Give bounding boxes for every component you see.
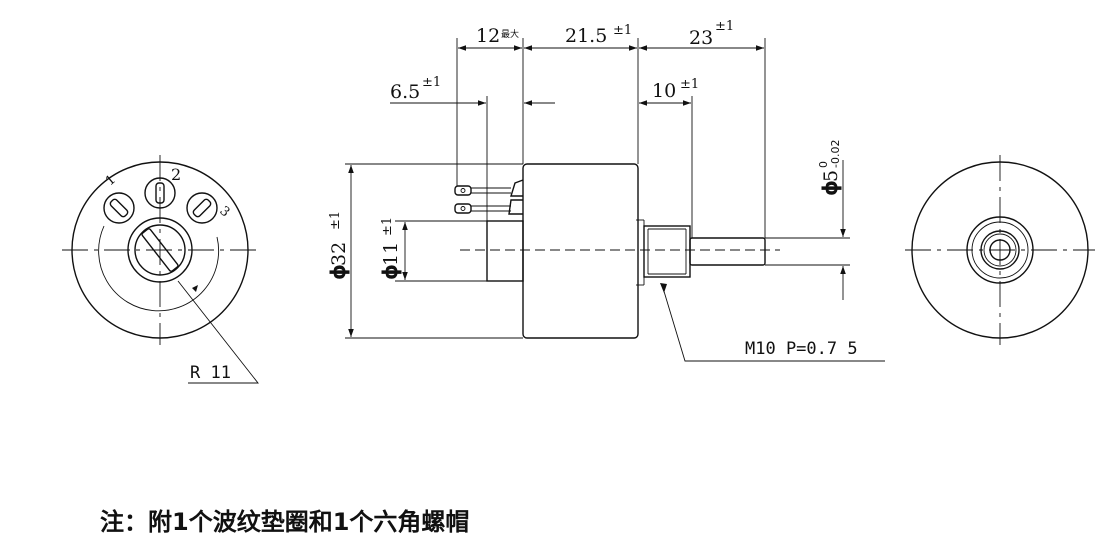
lug-base-bottom bbox=[508, 199, 523, 215]
note-text: 注：附1个波纹垫圈和1个六角螺帽 bbox=[100, 508, 469, 536]
front-flange-outer bbox=[966, 216, 1034, 284]
terminal-lug-2 bbox=[454, 203, 511, 214]
rotation-arc bbox=[98, 225, 220, 312]
dim-phi5-group: ϕ 5 0 -0.02 bbox=[817, 140, 842, 196]
dim-phi32-value: 32 bbox=[328, 242, 350, 266]
dim-21-5-tol: ±1 bbox=[613, 23, 632, 38]
radius-label: R 11 bbox=[190, 363, 231, 383]
rear-boss-outer bbox=[127, 217, 193, 283]
front-shaft bbox=[989, 239, 1011, 261]
rear-view: 1 2 3 R 11 bbox=[62, 155, 259, 384]
thread-label: M10 P=0.7 5 bbox=[745, 339, 858, 359]
dim-23-value: 23 bbox=[689, 27, 713, 49]
terminal-3 bbox=[186, 192, 218, 224]
bushing bbox=[643, 225, 691, 278]
dim-12-note: 最大 bbox=[501, 28, 519, 40]
rear-slot bbox=[141, 228, 179, 272]
terminal-3-label: 3 bbox=[216, 204, 232, 221]
dim-phi32-group: ϕ 32 ±1 bbox=[326, 211, 350, 280]
housing bbox=[522, 163, 639, 339]
rear-boss-inner bbox=[134, 224, 186, 276]
terminal-1-label: 1 bbox=[103, 172, 119, 189]
thread-leader-arrow bbox=[660, 283, 667, 293]
lug-base-top bbox=[510, 179, 524, 197]
dim-23-tol: ±1 bbox=[715, 19, 734, 34]
dim-phi5-tol-lower: -0.02 bbox=[829, 140, 842, 168]
dim-phi11-symbol: ϕ bbox=[378, 264, 402, 280]
front-view bbox=[905, 155, 1095, 345]
dim-phi11-group: ϕ 11 ±1 bbox=[378, 217, 402, 280]
dim-10-tol: ±1 bbox=[680, 77, 699, 92]
dim-12-value: 12 bbox=[476, 25, 500, 47]
rear-boss bbox=[486, 220, 524, 282]
dim-6-5-tol: ±1 bbox=[422, 75, 441, 90]
terminal-2 bbox=[144, 177, 176, 209]
dim-phi32-symbol: ϕ bbox=[326, 264, 350, 280]
thread-leader bbox=[662, 287, 885, 362]
dim-21-5-value: 21.5 bbox=[565, 25, 607, 47]
front-bushing-outer bbox=[980, 230, 1020, 270]
dim-10-value: 10 bbox=[652, 80, 676, 102]
front-bushing-inner bbox=[983, 233, 1017, 267]
rotation-arrow bbox=[192, 285, 198, 292]
side-view: 12 最大 21.5 ±1 23 ±1 6.5 ±1 10 ±1 ϕ 32 ±1… bbox=[326, 19, 885, 362]
dim-phi32-tol: ±1 bbox=[328, 211, 343, 230]
front-flange-inner bbox=[971, 221, 1029, 279]
terminal-lug-1 bbox=[454, 185, 511, 196]
radius-leader bbox=[177, 280, 259, 384]
dim-phi5-tol-upper: 0 bbox=[817, 161, 830, 168]
dim-phi11-tol: ±1 bbox=[380, 217, 395, 236]
dim-phi5-value: 5 bbox=[820, 170, 842, 182]
terminal-2-label: 2 bbox=[171, 165, 181, 184]
dim-phi11-value: 11 bbox=[380, 242, 402, 266]
dim-6-5-value: 6.5 bbox=[390, 81, 420, 103]
dim-phi5-symbol: ϕ bbox=[818, 180, 842, 196]
terminal-1 bbox=[103, 192, 135, 224]
shaft bbox=[689, 237, 766, 266]
